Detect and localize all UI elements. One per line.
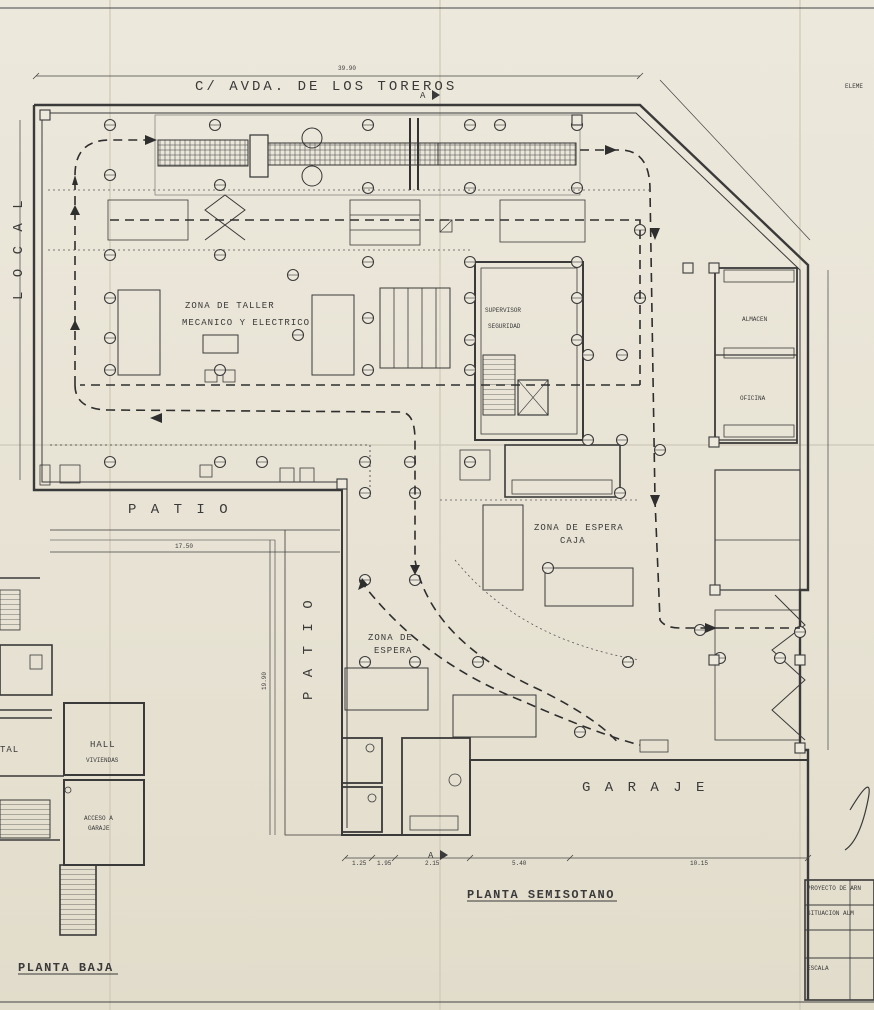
patio-side-label: P A T I O xyxy=(301,597,317,700)
titleblock-row-1: PROYECTO DE ARN xyxy=(807,885,861,892)
cash-wait-label-2: CAJA xyxy=(560,536,586,546)
sheet-border xyxy=(0,7,874,1003)
square-column-9 xyxy=(336,478,348,490)
square-column-4 xyxy=(708,436,720,448)
inspection-grate xyxy=(154,114,581,196)
dim-tick-5 xyxy=(804,854,812,862)
workshop-zone-label-1: ZONA DE TALLER xyxy=(185,301,275,311)
dimension-ticks xyxy=(32,72,812,862)
local-label: L O C A L xyxy=(11,197,27,300)
semisotano-walls xyxy=(32,103,810,1000)
patio-top-label: P A T I O xyxy=(128,502,231,518)
dim-tick-0 xyxy=(341,854,349,862)
waiting-zone-label-1: ZONA DE xyxy=(368,633,413,643)
toilets xyxy=(341,737,471,836)
square-column-8 xyxy=(794,742,806,754)
square-column-6 xyxy=(708,654,720,666)
flow-arrows xyxy=(70,135,717,633)
dim-tick-1 xyxy=(368,854,376,862)
street-label: C/ AVDA. DE LOS TOREROS xyxy=(195,79,457,95)
right-rooms xyxy=(714,267,806,741)
title-block xyxy=(804,786,874,1001)
section-mark-top: A xyxy=(420,91,426,101)
dim-tick-2 xyxy=(391,854,399,862)
supervisor-label-2: SEGURIDAD xyxy=(488,323,521,330)
bottom-dim-3: 5.40 xyxy=(512,860,527,867)
square-column-3 xyxy=(708,262,720,274)
bottom-dim-2: 2.15 xyxy=(425,860,440,867)
dim-tick-3 xyxy=(466,854,474,862)
square-column-0 xyxy=(39,109,51,121)
title-semisotano: PLANTA SEMISOTANO xyxy=(467,888,615,902)
titleblock-row-2: SITUACION ALM xyxy=(807,910,854,917)
ground-hall-label: HALL xyxy=(90,740,116,750)
square-column-5 xyxy=(709,584,721,596)
workshop-equipment xyxy=(107,194,586,383)
ground-acceso-label-2: GARAJE xyxy=(88,825,110,832)
dim-tick-top-0 xyxy=(32,72,40,80)
cash-wait-label-1: ZONA DE ESPERA xyxy=(534,523,624,533)
ground-floor-plan xyxy=(0,577,145,936)
section-mark-bottom: A xyxy=(428,851,434,861)
cash-area xyxy=(344,444,801,741)
square-column-7 xyxy=(794,654,806,666)
dim-side-label: 19.90 xyxy=(261,672,268,690)
ground-local-label: TAL xyxy=(0,745,19,755)
square-column-1 xyxy=(571,114,583,126)
dimension-lines xyxy=(19,75,829,859)
oficina-label: OFICINA xyxy=(740,395,766,402)
title-planta-baja: PLANTA BAJA xyxy=(18,961,114,975)
ground-viviendas-label: VIVIENDAS xyxy=(86,757,119,764)
bottom-dimension-labels: 1.25 1.95 2.15 5.40 10.15 xyxy=(352,860,708,867)
dim-left-label: 17.50 xyxy=(175,543,193,550)
structural-columns xyxy=(39,109,807,754)
section-markers xyxy=(432,90,448,860)
bottom-dim-1: 1.95 xyxy=(377,860,392,867)
supervisor-label-1: SUPERVISOR xyxy=(485,307,521,314)
dim-tick-top-1 xyxy=(636,72,644,80)
interior-guides xyxy=(48,189,650,661)
almacen-label: ALMACEN xyxy=(742,316,768,323)
titleblock-row-3: ESCALA xyxy=(807,965,829,972)
garage-label: G A R A J E xyxy=(582,780,707,796)
supervisor-room xyxy=(474,261,584,441)
square-column-2 xyxy=(682,262,694,274)
workshop-bottom-row xyxy=(39,449,669,753)
traffic-flow xyxy=(74,139,800,746)
corner-label: ELEME xyxy=(845,83,863,90)
waiting-zone-label-2: ESPERA xyxy=(374,646,412,656)
workshop-zone-label-2: MECANICO Y ELECTRICO xyxy=(182,318,310,328)
dim-top-label: 39.90 xyxy=(338,65,356,72)
bottom-dim-4: 10.15 xyxy=(690,860,708,867)
ground-acceso-label-1: ACCESO A xyxy=(84,815,113,822)
bottom-dim-0: 1.25 xyxy=(352,860,367,867)
dim-tick-4 xyxy=(566,854,574,862)
